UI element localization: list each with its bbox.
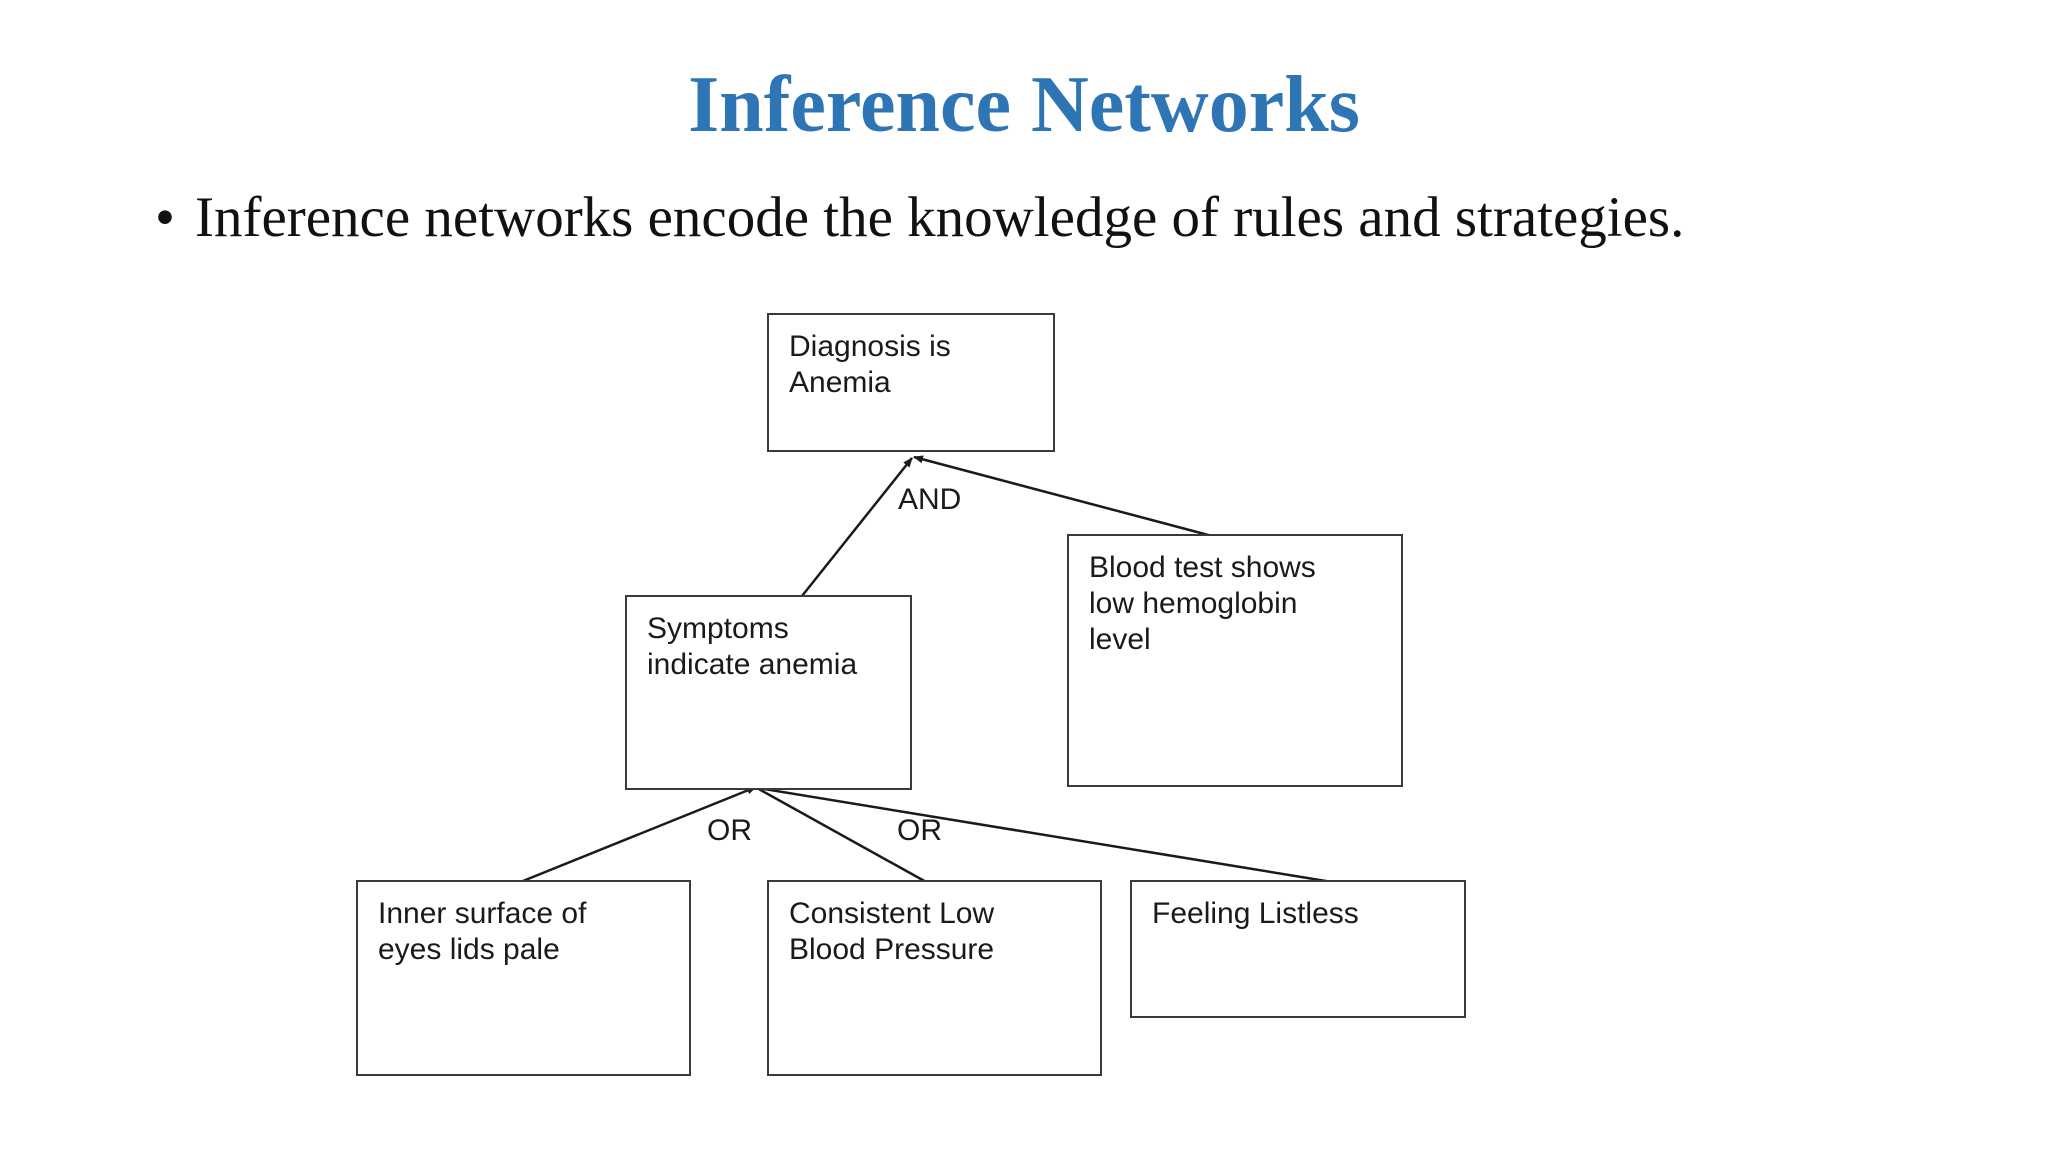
node-blood-test-hemoglobin: Blood test shows low hemoglobin level — [1067, 534, 1403, 787]
edge-eyelids-to-symptoms — [517, 785, 757, 885]
node-blood-test-label: Blood test shows low hemoglobin level — [1089, 551, 1316, 656]
bullet-text: Inference networks encode the knowledge … — [195, 186, 1685, 249]
edge-bloodtest-to-diagnosis — [913, 455, 1213, 538]
node-diagnosis-anemia: Diagnosis is Anemia — [767, 313, 1055, 452]
node-symptoms-label: Symptoms indicate anemia — [647, 612, 858, 681]
node-eyelids-pale: Inner surface of eyes lids pale — [356, 880, 691, 1076]
slide-title: Inference Networks — [688, 61, 1360, 149]
node-symptoms-indicate-anemia: Symptoms indicate anemia — [625, 595, 912, 790]
and-label: AND — [898, 483, 962, 516]
edge-listless-to-symptoms — [757, 786, 1339, 885]
node-feeling-listless: Feeling Listless — [1130, 880, 1466, 1018]
edge-symptoms-to-diagnosis — [801, 457, 913, 597]
node-eyelids-label: Inner surface of eyes lids pale — [378, 897, 587, 966]
edge-bloodpressure-to-symptoms — [756, 786, 929, 885]
node-blood-pressure-label: Consistent Low Blood Pressure — [789, 897, 995, 966]
bullet-mark: • — [155, 186, 175, 249]
node-diagnosis-label: Diagnosis is Anemia — [789, 330, 951, 399]
or-label-left: OR — [707, 814, 752, 847]
node-listless-label: Feeling Listless — [1152, 897, 1359, 930]
bullet-point: • Inference networks encode the knowledge… — [155, 178, 1684, 258]
or-label-right: OR — [897, 814, 942, 847]
node-low-blood-pressure: Consistent Low Blood Pressure — [767, 880, 1102, 1076]
